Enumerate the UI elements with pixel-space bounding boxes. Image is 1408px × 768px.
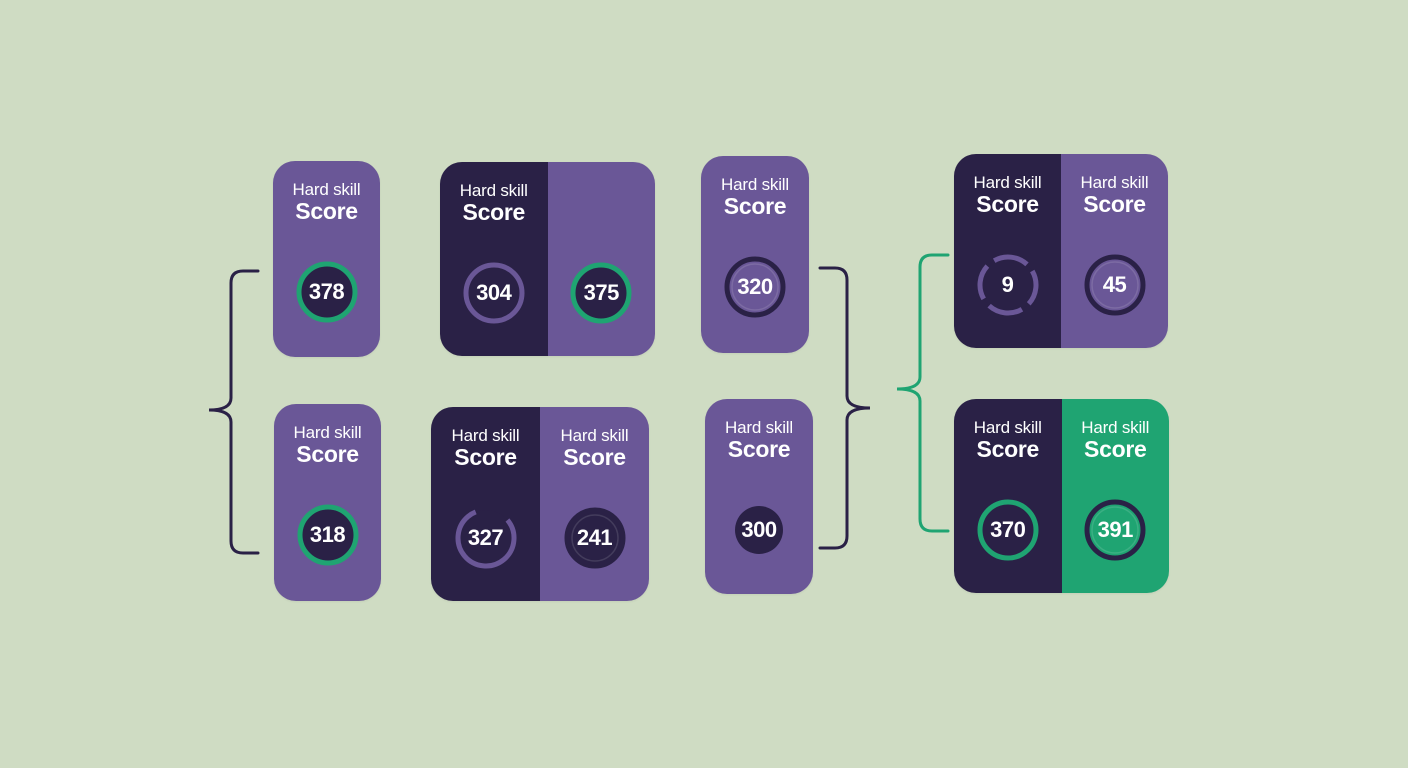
skill-label-line-1: Hard skill <box>725 418 793 437</box>
score-ring-icon: 9 <box>975 252 1041 318</box>
score-ring-icon: 45 <box>1082 252 1148 318</box>
skill-label-line-2: Score <box>462 198 526 225</box>
skill-label-line-1: Hard skill <box>1080 173 1149 192</box>
score-value: 320 <box>737 274 773 299</box>
skill-label-line-1: Hard skill <box>973 418 1042 437</box>
score-value: 304 <box>476 280 512 305</box>
right-brace <box>896 253 950 533</box>
skill-label-line-2: Score <box>563 443 626 470</box>
skill-label-line-2: Score <box>295 197 358 224</box>
skill-label-line-2: Score <box>976 435 1040 462</box>
score-ring-icon: 375 <box>568 260 634 326</box>
score-value: 300 <box>741 517 777 542</box>
skill-label-line-2: Score <box>723 192 787 219</box>
score-value: 45 <box>1102 272 1127 297</box>
skill-label-line-2: Score <box>976 190 1039 217</box>
score-ring-icon: 304 <box>461 260 527 326</box>
score-value: 9 <box>1001 272 1014 297</box>
score-value: 391 <box>1097 517 1134 542</box>
score-ring-icon: 327 <box>453 505 519 571</box>
score-value: 318 <box>309 522 346 547</box>
middle-brace <box>818 266 871 550</box>
score-value: 378 <box>308 279 345 304</box>
skill-label-line-1: Hard skill <box>459 181 528 200</box>
skill-label-line-2: Score <box>454 443 517 470</box>
score-ring-icon: 378 <box>294 259 360 325</box>
skill-label-line-2: Score <box>296 440 359 467</box>
left-brace <box>208 269 260 555</box>
skill-label-line-1: Hard skill <box>293 423 362 442</box>
skill-label-line-1: Hard skill <box>721 175 789 194</box>
score-ring-icon: 391 <box>1082 497 1148 563</box>
score-ring-icon: 320 <box>722 254 788 320</box>
score-value: 375 <box>583 280 620 305</box>
score-value: 370 <box>990 517 1026 542</box>
score-ring-icon: 241 <box>562 505 628 571</box>
score-ring-icon: 300 <box>726 497 792 563</box>
skill-label-line-2: Score <box>1083 190 1146 217</box>
score-value: 241 <box>576 525 613 550</box>
skill-label-line-2: Score <box>1084 435 1147 462</box>
skill-label-line-1: Hard skill <box>560 426 629 445</box>
score-ring-icon: 318 <box>295 502 361 568</box>
score-ring-icon: 370 <box>975 497 1041 563</box>
score-value: 327 <box>467 525 504 550</box>
card-section: 375 <box>547 162 655 356</box>
skill-label-line-1: Hard skill <box>451 426 520 445</box>
skill-label-line-1: Hard skill <box>292 180 361 199</box>
skill-label-line-1: Hard skill <box>1081 418 1150 437</box>
skill-label-line-1: Hard skill <box>973 173 1042 192</box>
skill-label-line-2: Score <box>727 435 791 462</box>
